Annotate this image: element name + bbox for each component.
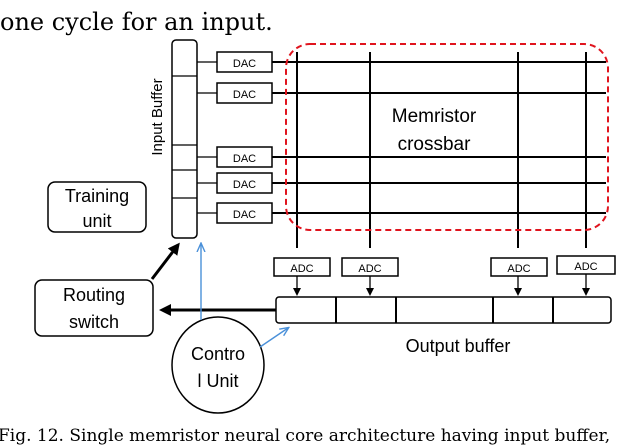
- routing-switch-label-1: Routing: [63, 285, 125, 305]
- output-buffer-label: Output buffer: [406, 336, 511, 356]
- adc-box: [273, 257, 331, 277]
- buffer-to-dac-links: [197, 61, 217, 214]
- dac-label: DAC: [233, 153, 256, 165]
- training-unit-label-2: unit: [82, 211, 111, 231]
- crossbar-label: crossbar: [398, 134, 472, 155]
- dac-box: [216, 51, 273, 73]
- crossbar-outline: [285, 43, 609, 231]
- crossbar-vertical-lines: [296, 52, 587, 248]
- routing-to-input-arrow: [150, 242, 180, 280]
- memristor-label: Memristor: [392, 106, 477, 127]
- input-buffer: [171, 39, 198, 239]
- adc-to-output-arrows: [293, 274, 590, 296]
- training-unit: [47, 181, 147, 233]
- training-unit-label-1: Training: [65, 186, 129, 206]
- dac-label: DAC: [233, 58, 256, 70]
- adc-group: ADC ADC ADC ADC: [273, 255, 616, 277]
- control-unit-label-1: Contro: [191, 344, 245, 364]
- top-caption: one cycle for an input.: [0, 8, 273, 36]
- adc-label: ADC: [507, 263, 530, 275]
- figure-caption: Fig. 12. Single memristor neural core ar…: [0, 426, 610, 446]
- dac-group: DAC DAC DAC DAC DAC: [216, 51, 273, 224]
- adc-label: ADC: [574, 261, 597, 273]
- input-buffer-label: Input Buffer: [149, 78, 166, 155]
- output-buffer: [275, 296, 612, 324]
- dac-box: [216, 146, 273, 168]
- dac-label: DAC: [233, 179, 256, 191]
- adc-label: ADC: [358, 263, 381, 275]
- dac-label: DAC: [233, 89, 256, 101]
- dac-label: DAC: [233, 209, 256, 221]
- routing-switch: [34, 279, 154, 337]
- crossbar-horizontal-lines: [261, 61, 606, 214]
- control-unit-label-2: l Unit: [197, 371, 238, 391]
- control-to-output-line: [259, 328, 288, 348]
- output-buffer-dividers: [335, 297, 554, 323]
- input-buffer-dividers: [172, 75, 197, 199]
- routing-switch-label-2: switch: [69, 312, 119, 332]
- control-unit: [171, 316, 265, 414]
- dac-box: [216, 202, 273, 224]
- dac-box: [216, 82, 273, 104]
- dac-box: [216, 172, 273, 194]
- adc-box: [490, 257, 548, 277]
- adc-label: ADC: [290, 263, 313, 275]
